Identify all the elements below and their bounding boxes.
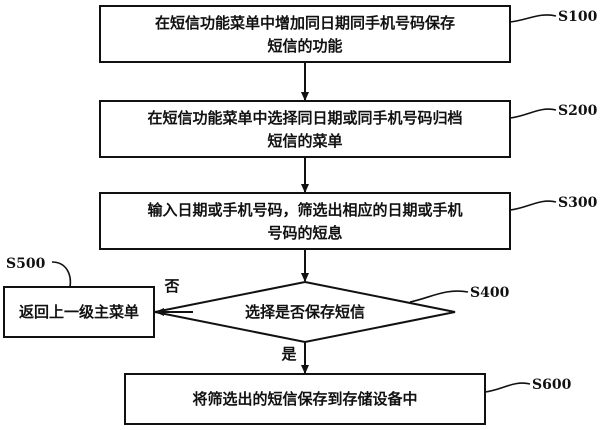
s600-leader [484, 382, 531, 393]
step-s100-box [99, 5, 511, 63]
s100-leader [509, 14, 557, 23]
step-s200-line1: 在短信功能菜单中选择同日期或同手机号码归档 [147, 109, 462, 127]
s200-leader [509, 108, 557, 119]
s200-label: S200 [558, 103, 598, 119]
step-s500-text: 返回上一级主菜单 [19, 303, 139, 321]
s400-leader [409, 290, 469, 303]
step-s200-box [99, 100, 511, 158]
s500-label: S500 [6, 256, 46, 272]
step-s300: 输入日期或手机号码，筛选出相应的日期或手机 号码的短息 [99, 192, 511, 250]
step-s500-box [3, 286, 155, 338]
s500-leader [51, 261, 72, 288]
decision-s400: 选择是否保存短信 [154, 280, 456, 344]
step-s300-line2: 号码的短息 [267, 224, 342, 242]
step-s600-box [124, 373, 486, 425]
s300-label: S300 [558, 195, 598, 211]
step-s300-line1: 输入日期或手机号码，筛选出相应的日期或手机 [147, 201, 462, 219]
step-s100: 在短信功能菜单中增加同日期同手机号码保存 短信的功能 [99, 5, 511, 63]
step-s100-line1: 在短信功能菜单中增加同日期同手机号码保存 [155, 14, 455, 32]
branch-no-label: 否 [163, 277, 179, 295]
step-s600-text: 将筛选出的短信保存到存储设备中 [192, 390, 417, 408]
step-s600: 将筛选出的短信保存到存储设备中 [124, 373, 486, 425]
branch-yes-label: 是 [280, 345, 297, 363]
s600-label: S600 [532, 377, 572, 393]
s100-label: S100 [558, 9, 598, 25]
step-s100-line2: 短信的功能 [267, 37, 342, 55]
step-s200: 在短信功能菜单中选择同日期或同手机号码归档 短信的菜单 [99, 100, 511, 158]
step-s300-box [99, 192, 511, 250]
step-s200-line2: 短信的菜单 [267, 132, 342, 150]
s400-label: S400 [470, 285, 510, 301]
step-s500: 返回上一级主菜单 [3, 286, 155, 338]
s300-leader [509, 200, 557, 211]
decision-s400-text: 选择是否保存短信 [245, 303, 365, 321]
